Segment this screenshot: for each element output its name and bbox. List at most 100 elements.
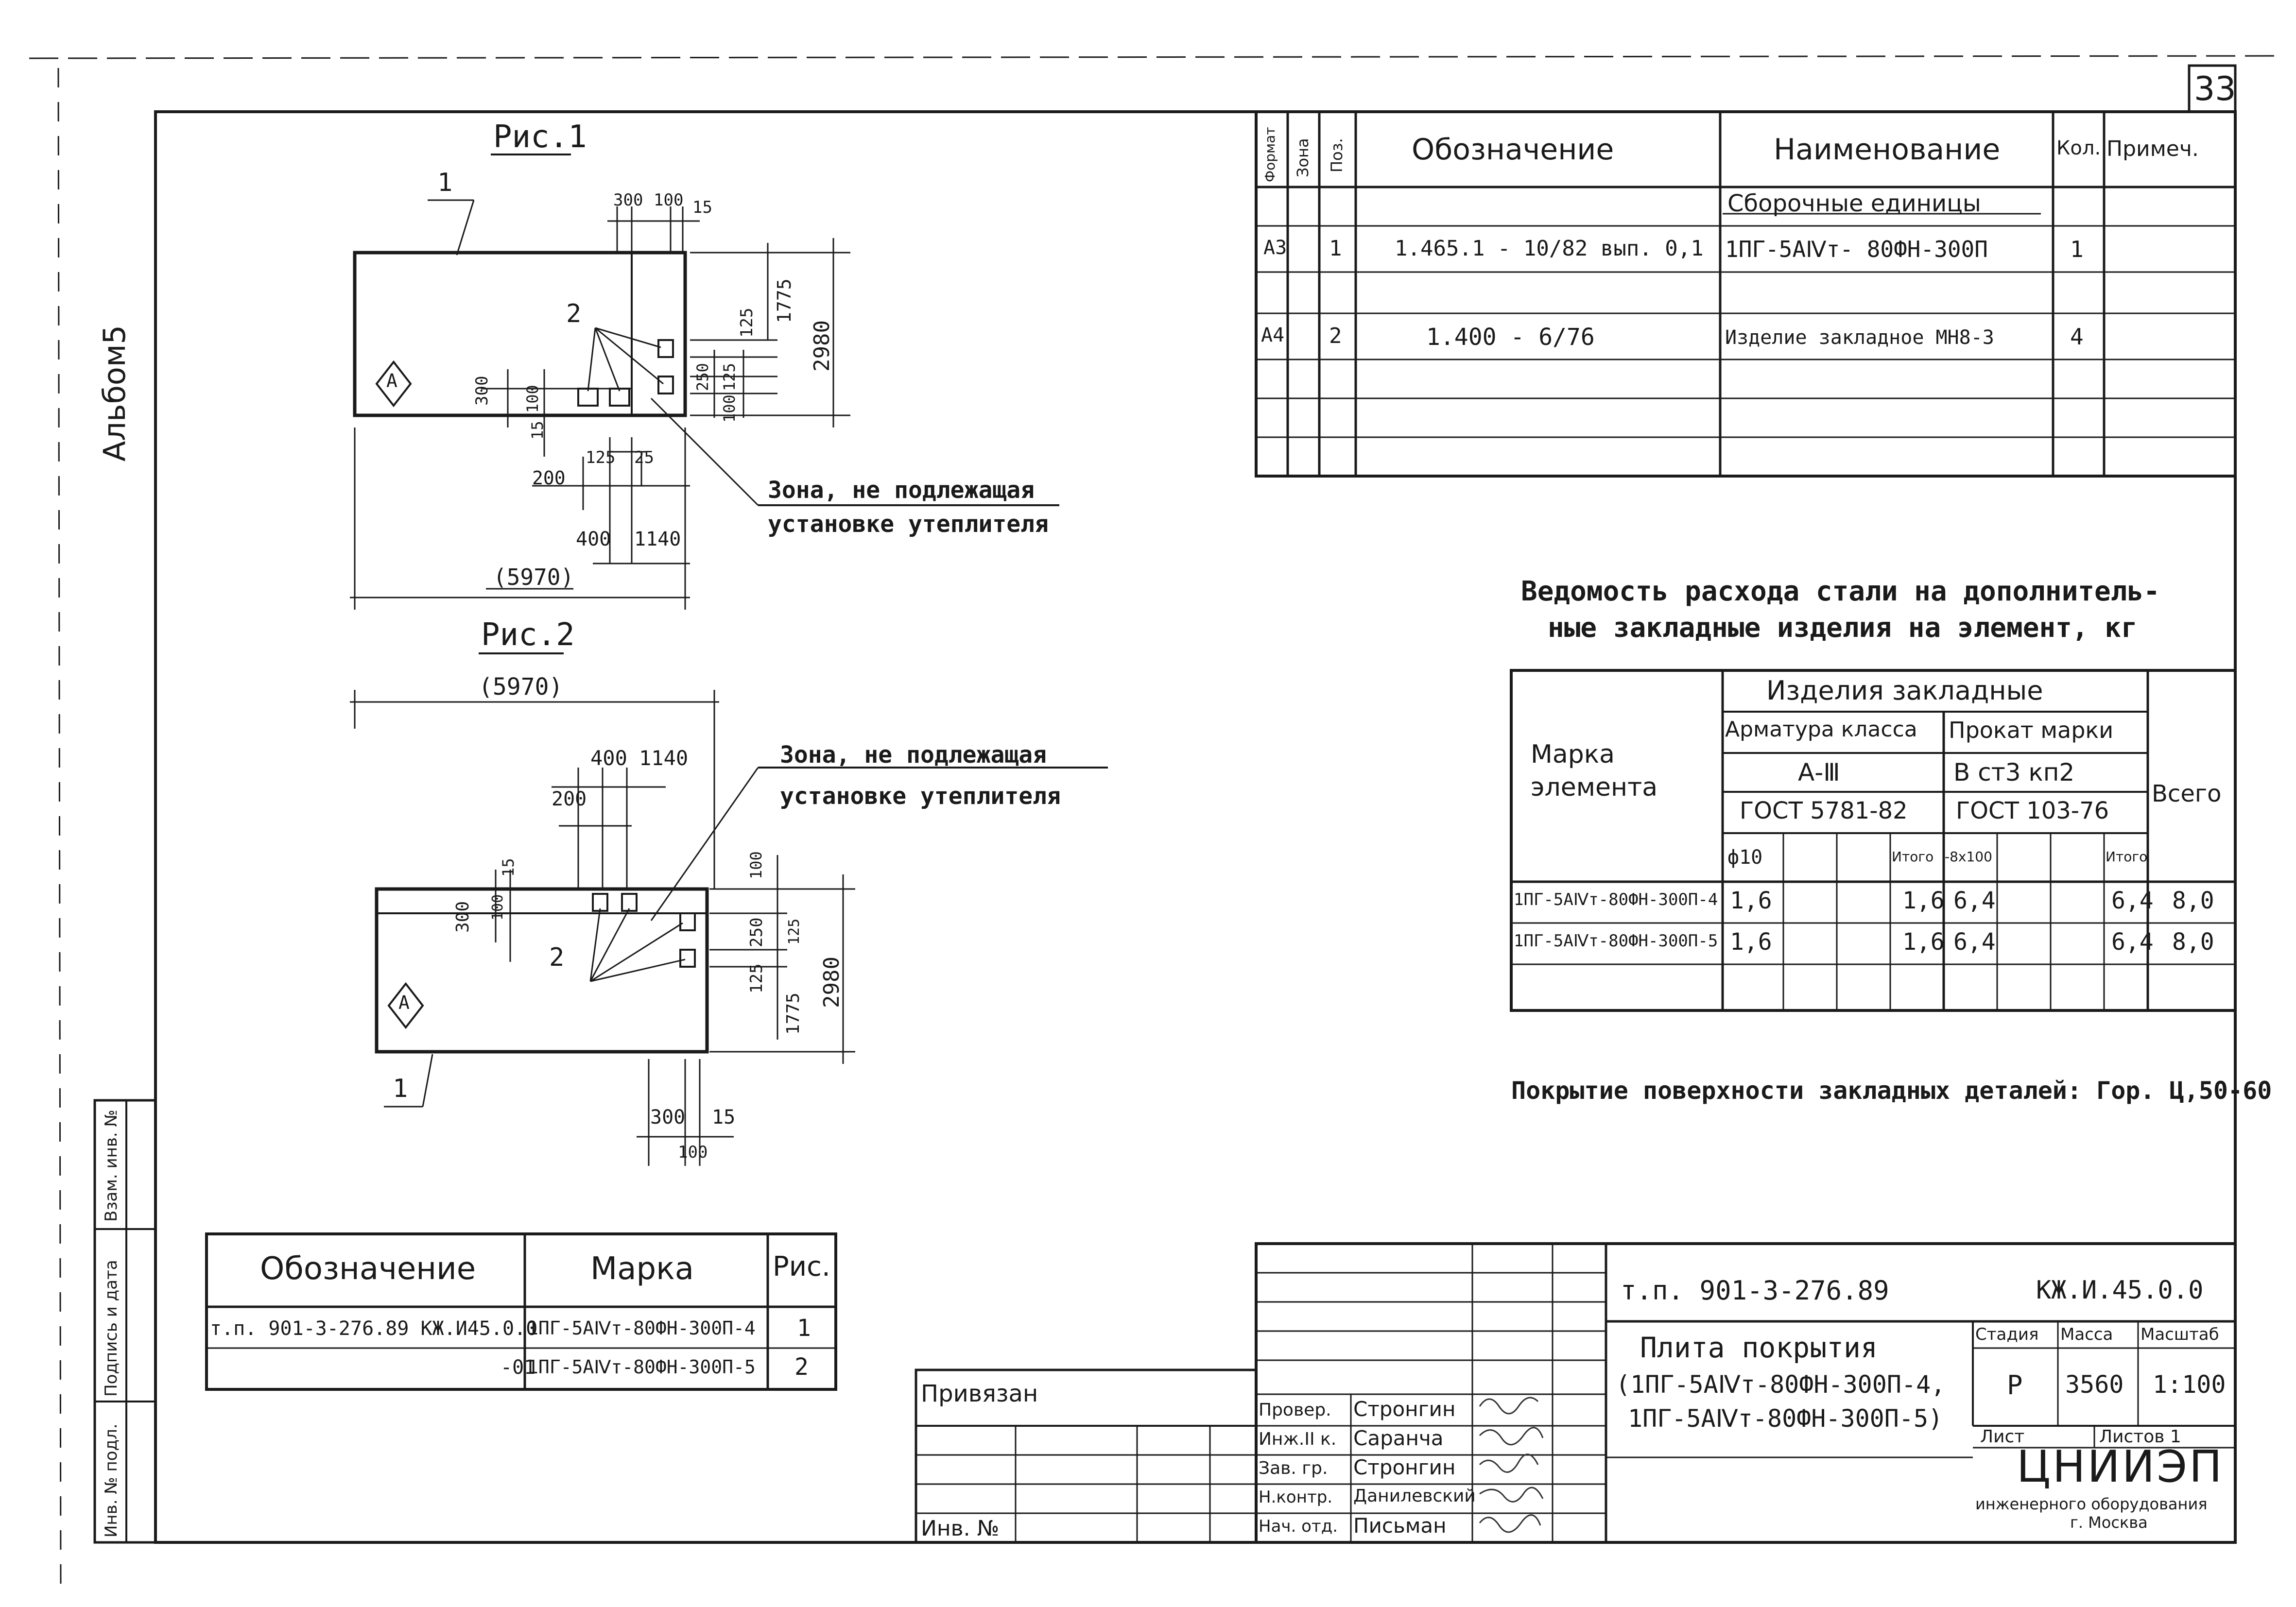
steel-head-total: Всего xyxy=(2152,780,2222,807)
steel-row2-mark: 1ПГ-5АⅣт-80ФН-300П-5 xyxy=(1514,931,1718,951)
tb-scale: 1:100 xyxy=(2153,1370,2226,1399)
fig2-dim-300: 300 xyxy=(650,1106,686,1128)
fig2-callout-2: 2 xyxy=(549,943,565,972)
fig1-dim-15v: 15 xyxy=(528,421,547,440)
steel-row2-itogo2: 6,4 xyxy=(2111,928,2154,956)
tb-name-1: Стронгин xyxy=(1353,1397,1456,1421)
steel-head-strip: -8х100 xyxy=(1945,849,1992,865)
spec-header-format: Формат xyxy=(1262,127,1278,182)
tb-role-5: Нач. отд. xyxy=(1259,1517,1338,1536)
steel-head-embedded: Изделия закладные xyxy=(1766,675,2043,706)
fig1-dim-300: 300 xyxy=(613,190,643,210)
tb-name-3: Стронгин xyxy=(1353,1455,1456,1479)
tb-role-1: Провер. xyxy=(1259,1400,1331,1420)
fig1-dim-125c: 125 xyxy=(586,448,616,467)
spec-header-zone: Зона xyxy=(1294,138,1312,177)
steel-head-itogo1: Итого xyxy=(1892,849,1934,865)
fig2-dim-125b: 125 xyxy=(747,963,766,993)
fig1-dim-100b: 100 xyxy=(720,394,739,423)
fig2-dim-15: 15 xyxy=(712,1106,736,1128)
fig2-dim-125: 125 xyxy=(786,918,803,945)
spec-row1-format: А3 xyxy=(1263,237,1287,259)
stamp-inv: Инв. № подл. xyxy=(102,1423,121,1538)
spec-row1-designation: 1.465.1 - 10/82 вып. 0,1 xyxy=(1395,236,1704,261)
steel-row2-phi10: 1,6 xyxy=(1730,928,1772,956)
tb-mass: 3560 xyxy=(2065,1370,2124,1399)
steel-head-gost1: ГОСТ 5781-82 xyxy=(1740,797,1908,824)
steel-row1-itogo1: 1,6 xyxy=(1902,887,1945,914)
spec-header-name: Наименование xyxy=(1774,133,2001,167)
tb-title-l2: (1ПГ-5АⅣт-80ФН-300П-4, xyxy=(1616,1370,1946,1399)
fig1-dim-200: 200 xyxy=(532,467,566,489)
steel-head-rolled-grade: В ст3 кп2 xyxy=(1953,758,2075,786)
inv-no-label: Инв. № xyxy=(921,1516,1000,1541)
fig2-callout-a: А xyxy=(398,992,410,1013)
fig2-title: Рис.2 xyxy=(481,617,575,653)
steel-head-itogo2: Итого xyxy=(2106,849,2148,865)
fig2-dim-100r: 100 xyxy=(747,851,765,879)
spec-row2-format: А4 xyxy=(1261,324,1285,346)
fig2-dim-15v: 15 xyxy=(499,858,518,877)
fig1-dim-100v: 100 xyxy=(523,385,542,413)
tb-code: КЖ.И.45.0.0 xyxy=(2036,1276,2204,1305)
marks-header-fig: Рис. xyxy=(773,1251,830,1282)
steel-head-phi10: ф10 xyxy=(1727,846,1763,869)
steel-head-rolled: Прокат марки xyxy=(1949,717,2114,743)
fig1-callout-2: 2 xyxy=(566,299,582,328)
steel-row2-total: 8,0 xyxy=(2172,928,2214,956)
tb-sheets-header: Листов 1 xyxy=(2099,1427,2181,1447)
fig1-dim-1140: 1140 xyxy=(634,528,681,550)
spec-row2-qty: 4 xyxy=(2070,324,2084,350)
tb-name-4: Данилевский xyxy=(1353,1486,1476,1506)
fig1-dim-1775: 1775 xyxy=(774,278,795,323)
fig2-callout-1: 1 xyxy=(393,1074,408,1103)
tb-title-l3: 1ПГ-5АⅣт-80ФН-300П-5) xyxy=(1628,1404,1943,1433)
tb-org-name: ЦНИИЭП xyxy=(2017,1441,2224,1492)
spec-row2-name: Изделие закладное МН8-3 xyxy=(1725,326,1994,349)
fig1-dim-250: 250 xyxy=(693,363,712,391)
steel-row1-total: 8,0 xyxy=(2172,887,2214,914)
spec-header-pos: Поз. xyxy=(1328,138,1346,172)
fig2-zone-line1: Зона, не подлежащая xyxy=(780,741,1047,769)
tb-stage-header: Стадия xyxy=(1975,1325,2039,1344)
marks-row1-designation: т.п. 901-3-276.89 КЖ.И45.0.0 xyxy=(210,1317,538,1340)
spec-header-designation: Обозначение xyxy=(1412,133,1614,167)
steel-title-line2: ные закладные изделия на элемент, кг xyxy=(1548,612,2138,644)
marks-row2-designation: -01 xyxy=(501,1356,536,1379)
spec-row2-designation: 1.400 - 6/76 xyxy=(1426,324,1595,351)
fig1-dim-125b: 125 xyxy=(720,363,739,391)
fig1-dim-5970: (5970) xyxy=(493,564,574,590)
marks-header-designation: Обозначение xyxy=(260,1251,476,1287)
steel-head-gost2: ГОСТ 103-76 xyxy=(1956,797,2109,824)
spec-row1-name: 1ПГ-5АⅣт- 80ФН-300П xyxy=(1725,236,1988,262)
spec-row2-pos: 2 xyxy=(1329,324,1342,348)
marks-row2-fig: 2 xyxy=(794,1353,809,1381)
fig2-dim-2980: 2980 xyxy=(819,957,844,1008)
steel-head-mark: Марка элемента xyxy=(1531,740,1658,802)
steel-title-line1: Ведомость расхода стали на дополнитель- xyxy=(1521,576,2160,607)
fig1-zone-line2: установке утеплителя xyxy=(768,511,1049,538)
fig2-dim-400: 400 xyxy=(590,746,627,770)
tb-org-line2: инженерного оборудования xyxy=(1975,1495,2208,1513)
fig1-zone-line1: Зона, не подлежащая xyxy=(768,477,1035,504)
tb-role-3: Зав. гр. xyxy=(1259,1458,1328,1478)
spec-row1-qty: 1 xyxy=(2070,236,2084,262)
coating-note: Покрытие поверхности закладных деталей: … xyxy=(1511,1077,2272,1105)
marks-header-mark: Марка xyxy=(590,1251,694,1287)
steel-row1-phi10: 1,6 xyxy=(1730,887,1772,914)
steel-row2-strip: 6,4 xyxy=(1953,928,1996,956)
fig1-dim-100: 100 xyxy=(654,190,684,210)
fig2-dim-1140: 1140 xyxy=(639,746,689,770)
tb-role-4: Н.контр. xyxy=(1259,1487,1333,1507)
tb-mass-header: Масса xyxy=(2060,1325,2113,1344)
marks-row2-mark: 1ПГ-5АⅣт-80ФН-300П-5 xyxy=(527,1356,756,1378)
tb-name-5: Письман xyxy=(1353,1514,1447,1538)
fig1-dim-400: 400 xyxy=(576,528,611,550)
steel-row2-itogo1: 1,6 xyxy=(1902,928,1945,956)
fig2-dim-200: 200 xyxy=(552,788,587,810)
signatures xyxy=(1479,1397,1544,1533)
tb-project: т.п. 901-3-276.89 xyxy=(1621,1275,1889,1306)
steel-head-rebar-class: А-Ⅲ xyxy=(1798,758,1840,786)
tb-name-2: Саранча xyxy=(1353,1426,1444,1450)
fig2-dim-250: 250 xyxy=(747,917,766,947)
